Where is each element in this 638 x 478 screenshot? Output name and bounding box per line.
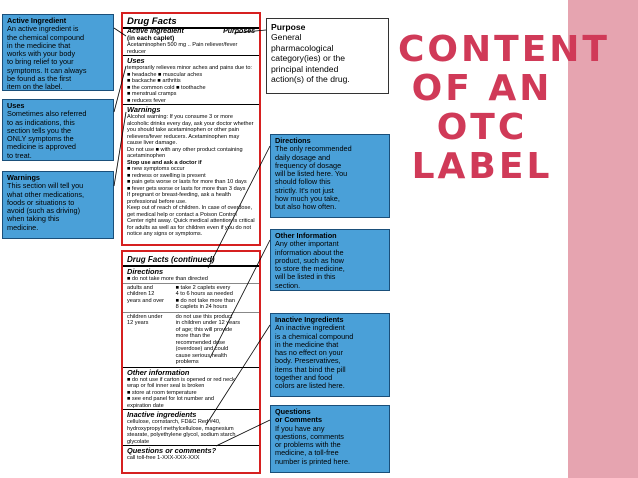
row-adults-dose: ■ take 2 caplets every 4 to 6 hours as n…	[175, 284, 235, 311]
callout-warnings-text: This section will tell you what other me…	[7, 181, 85, 232]
side-panel	[568, 0, 638, 478]
label-warn-keep: Keep out of reach of children. In case o…	[127, 205, 255, 237]
callout-inactive-head: Inactive Ingredients	[275, 315, 344, 324]
callout-active-text: An active ingredient is the chemical com…	[7, 24, 87, 92]
callout-directions: Directions The only recommended daily do…	[270, 134, 390, 218]
callout-inactive-ingredients: Inactive Ingredients An inactive ingredi…	[270, 313, 390, 397]
directions-row-children: children under 12 years do not use this …	[123, 311, 259, 367]
row-children-who: children under 12 years	[127, 313, 163, 327]
label-dir-line: ■ do not take more than directed	[127, 276, 208, 282]
title-area	[398, 0, 566, 478]
row-children-dose: do not use this product in children unde…	[175, 313, 240, 366]
callout-purpose-head: Purpose	[271, 22, 306, 32]
label-active-sub: (in each caplet)	[127, 34, 175, 42]
row-adults-who: adults and children 12 years and over	[127, 284, 165, 304]
label-warn-alcohol: Alcohol warning: If you consume 3 or mor…	[127, 114, 254, 146]
label-active-head: Active ingredient	[127, 28, 184, 35]
callout-directions-head: Directions	[275, 136, 311, 145]
callout-purpose-text: General pharmacological category(ies) or…	[271, 32, 350, 85]
label-purposes-head: Purposes	[223, 28, 255, 35]
callout-purpose: Purpose General pharmacological category…	[266, 18, 389, 94]
label-uses-head: Uses	[123, 55, 259, 65]
label-inactive-head: Inactive ingredients	[123, 409, 259, 419]
label-other-head: Other information	[123, 366, 259, 377]
label-questions-line: call toll-free 1-XXX-XXX-XXX	[127, 455, 200, 461]
label-questions-head: Questions or comments?	[123, 445, 259, 455]
callout-uses: Uses Sometimes also referred to as indic…	[2, 99, 114, 161]
callout-questions: Questions or Comments If you have any qu…	[270, 405, 390, 473]
slide-title: CONTENT OF AN OTC LABEL	[398, 29, 610, 187]
drug-facts-panel-top: Drug Facts Active ingredient Purposes (i…	[121, 12, 261, 246]
directions-row-adults: adults and children 12 years and over ■ …	[123, 282, 259, 312]
label-title: Drug Facts	[127, 16, 177, 27]
label-continued-title: Drug Facts (continued)	[127, 255, 215, 264]
callout-other-text: Any other important information about th…	[275, 239, 345, 290]
label-directions-head: Directions	[123, 265, 259, 276]
label-warn-stop-items: ■ new symptoms occur ■ redness or swelli…	[127, 166, 247, 192]
callout-active-head: Active Ingredient	[7, 16, 67, 25]
label-inactive-line: cellulose, cornstarch, FD&C Red #40, hyd…	[127, 419, 236, 445]
callout-active-ingredient: Active Ingredient An active ingredient i…	[2, 14, 114, 91]
label-uses-line: temporarily relieves minor aches and pai…	[127, 65, 252, 71]
callout-uses-head: Uses	[7, 101, 25, 110]
callout-other-information: Other Information Any other important in…	[270, 229, 390, 291]
label-other-items: ■ do not use if carton is opened or red …	[127, 376, 235, 409]
callout-directions-text: The only recommended daily dosage and fr…	[275, 144, 352, 212]
callout-warnings: Warnings This section will tell you what…	[2, 171, 114, 239]
callout-inactive-text: An inactive ingredient is a chemical com…	[275, 323, 354, 391]
callout-other-head: Other Information	[275, 231, 337, 240]
label-active-line: Acetaminophen 500 mg .. Pain reliever/fe…	[127, 42, 238, 55]
callout-warnings-head: Warnings	[7, 173, 40, 182]
label-warn-stop: Stop use and ask a doctor if	[127, 159, 202, 166]
label-warnings-head: Warnings	[123, 104, 259, 114]
callout-questions-text: If you have any questions, comments or p…	[275, 423, 351, 466]
callout-uses-text: Sometimes also referred to as indication…	[7, 109, 87, 160]
label-warn-preg: If pregnant or breast-feeding, ask a hea…	[127, 192, 231, 205]
label-warn-donot: Do not use ■ with any other product cont…	[127, 146, 243, 160]
drug-facts-panel-bottom: Drug Facts (continued) Directions ■ do n…	[121, 250, 261, 474]
label-uses-items: ■ headache ■ muscular aches ■ backache ■…	[127, 71, 206, 104]
callout-questions-head: Questions or Comments	[275, 407, 323, 425]
